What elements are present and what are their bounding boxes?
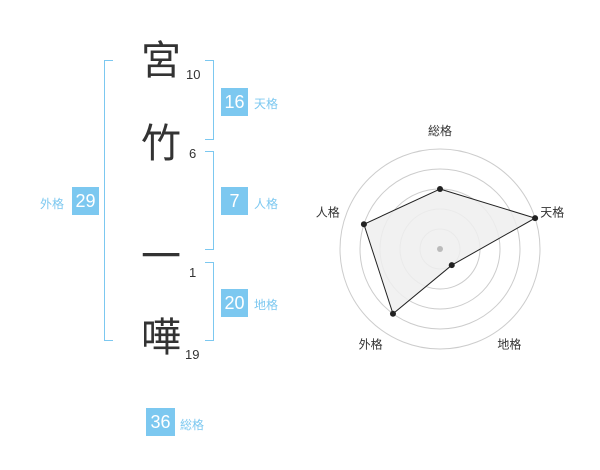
stroke-count-4: 19 <box>185 347 200 362</box>
soukaku-label: 総格 <box>180 418 205 432</box>
tenkaku-bracket <box>205 60 214 140</box>
name-char-4: 嘩 <box>141 315 181 361</box>
name-char-1: 宮 <box>141 38 181 84</box>
radar-axis-label-4: 外格 <box>359 336 383 351</box>
jinkaku-value: 7 <box>221 187 248 215</box>
name-char-3: 一 <box>141 234 181 280</box>
radar-point-2 <box>532 215 539 222</box>
radar-ring <box>339 148 541 350</box>
radar-axis-label-3: 地格 <box>497 336 521 351</box>
jinkaku-bracket <box>205 151 214 250</box>
tenkaku-value: 16 <box>221 88 248 116</box>
stroke-count-3: 1 <box>189 265 197 280</box>
name-char-2: 竹 <box>141 121 181 167</box>
soukaku-value: 36 <box>146 408 175 436</box>
chikaku-label: 地格 <box>254 298 279 312</box>
stroke-count-2: 6 <box>189 146 197 161</box>
chikaku-bracket <box>205 262 214 341</box>
chikaku-value: 20 <box>221 289 248 317</box>
radar-point-5 <box>360 221 367 228</box>
radar-point-3 <box>448 262 455 269</box>
stroke-count-1: 10 <box>186 67 201 82</box>
radar-axis-label-2: 天格 <box>540 205 564 220</box>
jinkaku-label: 人格 <box>254 197 279 211</box>
gaikaku-bracket <box>104 60 113 341</box>
radar-point-4 <box>389 310 396 317</box>
radar-axis-label-5: 人格 <box>316 205 340 220</box>
radar-ring <box>359 168 521 330</box>
gaikaku-value: 29 <box>72 187 99 215</box>
radar-center-dot <box>437 246 443 252</box>
gaikaku-label: 外格 <box>40 197 65 211</box>
radar-point-1 <box>437 186 443 192</box>
radar-area <box>363 188 537 315</box>
tenkaku-label: 天格 <box>254 97 279 111</box>
radar-axis-label-1: 総格 <box>428 123 452 138</box>
